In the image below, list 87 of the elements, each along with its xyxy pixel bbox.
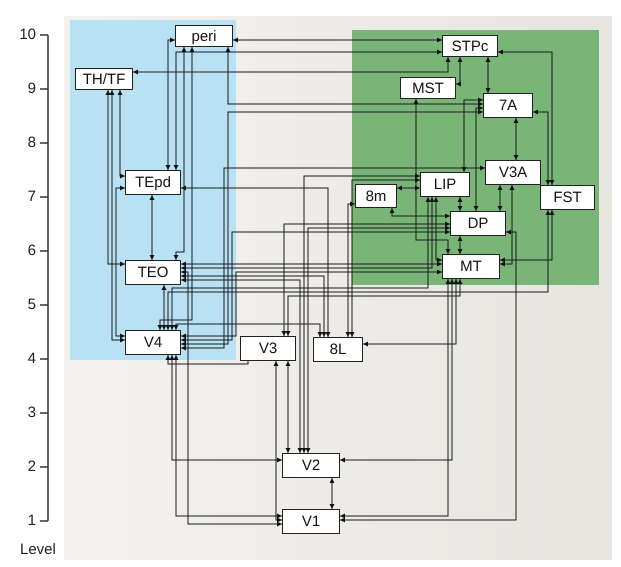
area-box: 8L	[313, 337, 363, 362]
connection-arrow	[226, 46, 484, 106]
connection-arrow	[232, 38, 442, 42]
level-number: 4	[26, 350, 36, 367]
area-box: V4	[125, 330, 181, 355]
connection-arrow	[340, 230, 516, 522]
connection-arrow	[132, 56, 450, 74]
axis-title: Level	[20, 541, 56, 558]
area-box: MT	[442, 254, 500, 279]
level-number: 5	[26, 296, 36, 313]
level-number: 3	[26, 404, 36, 421]
level-number: 7	[26, 188, 36, 205]
level-number: 2	[26, 458, 36, 475]
level-number: 6	[26, 242, 36, 259]
connection-arrow	[180, 230, 450, 342]
connection-arrow	[396, 186, 420, 190]
connection-arrow	[500, 210, 554, 262]
connection-arrow	[174, 354, 282, 518]
connection-arrow	[362, 278, 458, 346]
connection-arrow	[474, 106, 484, 212]
area-box: TEO	[125, 260, 181, 285]
connection-arrow	[180, 270, 282, 526]
connection-arrow	[498, 50, 554, 186]
connection-arrow	[170, 196, 430, 330]
connection-arrow	[118, 90, 126, 178]
connection-arrow	[306, 226, 450, 454]
connection-arrow	[458, 236, 462, 254]
area-box: TEpd	[125, 170, 181, 195]
connection-arrow	[346, 202, 356, 338]
area-box: FST	[540, 185, 595, 210]
connection-arrow	[514, 118, 518, 160]
area-box: 8m	[355, 184, 397, 208]
connection-arrow	[116, 186, 126, 338]
connection-arrow	[110, 90, 126, 342]
connection-arrow	[340, 278, 450, 518]
area-box: V3A	[485, 160, 541, 185]
connection-arrow	[458, 196, 462, 212]
connection-arrow	[180, 262, 442, 266]
connection-arrow	[340, 278, 454, 462]
connection-arrow	[166, 354, 248, 364]
connection-arrow	[390, 208, 450, 218]
connection-arrow	[274, 360, 282, 522]
connection-arrow	[532, 110, 550, 186]
connection-arrow	[180, 270, 442, 338]
connection-arrow	[180, 166, 486, 350]
area-box: STPc	[442, 35, 498, 57]
area-box: peri	[175, 25, 233, 47]
level-number: 1	[26, 512, 36, 529]
connection-arrow	[302, 174, 420, 454]
area-box: MST	[400, 77, 456, 99]
area-box: V2	[282, 453, 340, 478]
level-number: 9	[26, 80, 36, 97]
connection-arrow	[174, 46, 186, 260]
level-number: 10	[18, 26, 36, 43]
connection-arrow	[498, 184, 502, 212]
connection-arrow	[286, 278, 462, 336]
area-box: LIP	[420, 172, 470, 197]
connection-arrow	[414, 98, 450, 254]
connection-arrow	[434, 196, 442, 262]
connection-arrow	[350, 178, 420, 338]
connection-arrow	[174, 324, 322, 338]
area-box: 7A	[483, 93, 533, 118]
connection-arrow	[330, 478, 334, 510]
area-box: V1	[282, 509, 340, 534]
connection-arrow	[150, 194, 154, 260]
connection-arrow	[462, 98, 484, 172]
connection-arrow	[180, 110, 484, 346]
connection-arrow	[162, 284, 166, 330]
connection-arrow	[286, 360, 290, 454]
connection-arrow	[158, 46, 194, 330]
area-box: TH/TF	[75, 68, 133, 90]
connection-arrow	[456, 56, 462, 86]
connection-arrow	[166, 210, 550, 330]
connection-arrow	[282, 222, 450, 336]
connection-arrow	[180, 186, 330, 338]
area-box: V3	[240, 336, 296, 361]
connection-arrow	[500, 184, 514, 266]
level-number: 8	[26, 134, 36, 151]
connection-arrow	[180, 196, 434, 270]
connection-arrow	[170, 354, 282, 462]
connection-arrow	[174, 50, 442, 170]
connection-arrow	[166, 38, 176, 170]
area-box: DP	[450, 211, 506, 236]
connection-arrow	[180, 278, 302, 454]
connection-arrow	[486, 56, 490, 94]
connection-arrow	[106, 90, 126, 266]
connection-arrow	[180, 274, 326, 338]
